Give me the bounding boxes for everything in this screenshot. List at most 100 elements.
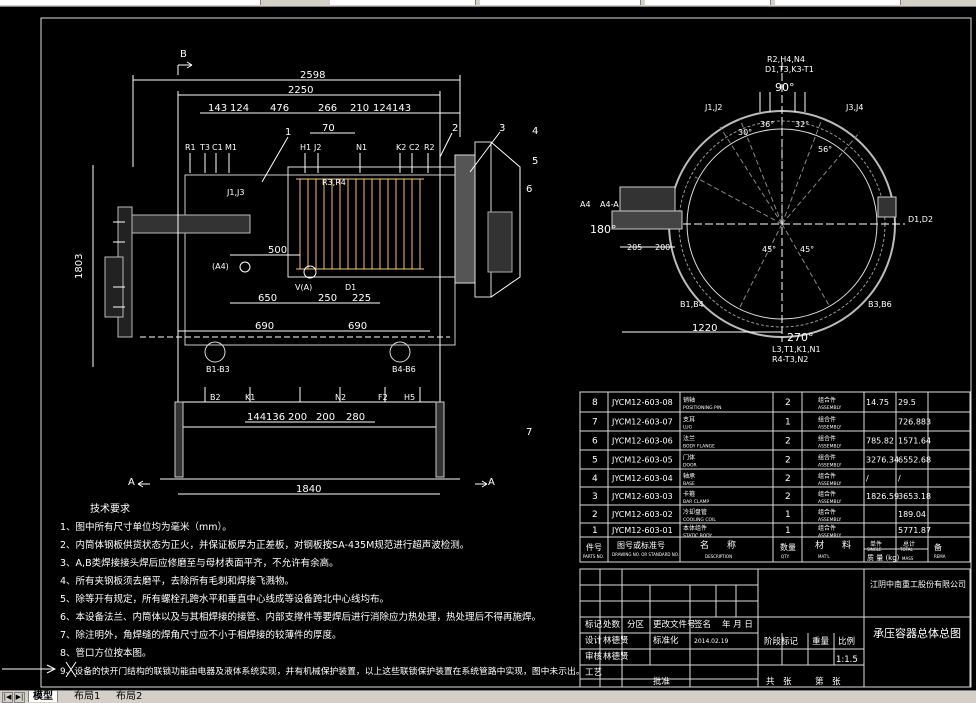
front-view [92,61,521,495]
cad-drawing[interactable]: B A A 2598 2250 143 124 476 266 210 124 … [0,7,976,690]
nozzle-label: K2 [396,143,406,152]
bom-qty: 1 [785,418,791,428]
bom-header-mass: 质 量 (kg) [867,553,900,562]
toolbar-field[interactable] [480,0,641,5]
tag-b3b6: B3,B6 [868,300,892,309]
angle-180: 180° [590,223,617,236]
bom-part-no: 6 [592,437,598,447]
bom-qty: 2 [785,474,791,484]
drawing-canvas[interactable]: B A A 2598 2250 143 124 476 266 210 124 … [0,7,976,690]
note-item: 5、除等开有规定，所有螺栓孔跨水平和垂直中心线成等设备跨北中心线均布。 [60,593,389,605]
bom-material: 组合件 [818,472,836,480]
angle-270: 270° [787,331,814,344]
tb-sheet: 共 张 [766,677,792,687]
nozzle-a4 [239,261,251,273]
bom-frame [579,391,971,563]
bom-total-mass: 29.5 [898,398,916,407]
tb-design: 设计 [585,635,603,646]
bom-material: 组合件 [818,435,836,443]
tab-prev-icon[interactable]: ▶| [14,692,25,703]
note-item: 8、管口方位按本图。 [60,647,152,659]
section-a-left: A [128,477,135,488]
title-block [579,568,971,688]
bottom-tags: L3,T1,K1,N1 [772,345,821,354]
section-arrow-right [475,480,488,488]
part-1: 1 [285,127,291,138]
angle-36: 36° [760,120,774,129]
bottom-tags2: R4-T3,N2 [772,355,808,364]
tb-check: 审核 [585,651,603,662]
bom-header-name-en: DESCRIPTION [705,554,732,559]
toolbar-field[interactable] [775,0,901,5]
nozzle-label: R2 [424,143,435,152]
nozzle-label: R1 [185,143,196,152]
dim-2598: 2598 [300,70,325,81]
bom-header-single-en: SINGLE [867,547,882,552]
notes-title: 技术要求 [90,502,130,515]
bom-single-mass: 785.82 [866,437,894,446]
bom-part-no: 8 [592,398,598,408]
bom-part-no: 3 [592,492,598,502]
dim-70: 70 [322,123,335,134]
note-item: 1、图中所有尺寸单位均为毫米（mm）。 [60,521,232,533]
bom-material-en: ASSEMBLY [818,481,842,487]
tb-stage: 阶段标记 [764,636,799,647]
tab-first-icon[interactable]: |◀ [2,692,13,703]
bom-code: JYCM12-603-06 [611,437,673,446]
part-leaders [261,131,501,183]
tab-layout2[interactable]: 布局2 [116,691,143,702]
title-frame [579,568,971,688]
bom-material: 组合件 [818,490,836,498]
coil-header [296,178,424,270]
nozzle-label: B2 [210,393,221,402]
bom-qty: 1 [785,510,791,520]
dim-200a: 200 [288,412,307,423]
bom-name-en: BODY FLANGE [683,444,715,450]
drawing-title: 承压容器总体总图 [873,626,961,640]
bom-material-en: ASSEMBLY [818,444,842,450]
nozzle-label: K1 [245,393,255,402]
nozzle-label: C1 [212,143,223,152]
company-name: 江阴中南重工股份有限公司 [870,579,966,589]
bom-material-en: ASSEMBLY [818,533,842,539]
bom-name-en: COOLING COIL [683,517,716,523]
bom-part-no: 2 [592,510,598,520]
toolbar-field[interactable] [330,0,476,5]
bom-header-no-en: PARTS NO. [583,554,604,559]
bom-material: 组合件 [818,524,836,532]
angle-rays [694,117,861,308]
left-beam [131,214,251,234]
bom-code: JYCM12-603-02 [611,510,673,519]
manhole [389,341,411,363]
ucs-x-mark [65,661,77,678]
bom-material: 组合件 [818,454,836,462]
technical-notes: 技术要求 1、图中所有尺寸单位均为毫米（mm）。 2、内筒体钢板供货状态为正火，… [60,502,585,677]
dim-1840: 1840 [296,484,321,495]
bom-code: JYCM12-603-01 [611,526,673,535]
toolbar-field[interactable] [645,0,771,5]
tab-layout1[interactable]: 布局1 [74,691,101,702]
dim-144: 144 [247,412,266,423]
part-6: 6 [526,184,532,195]
nozzle-label: F2 [378,393,388,402]
dim-476: 476 [270,103,289,114]
bom-header-qty: 数量 [780,542,796,552]
bom-rows [580,411,970,538]
tb-scale: 1:1.5 [836,655,858,665]
tb-check-name: 林德贤 [603,651,629,662]
bom-name-en: STATIC BODY [683,533,712,539]
dim-690a: 690 [255,321,274,332]
toolbar-strip [0,0,976,7]
part-7: 7 [526,427,532,438]
bottom-nozzles [204,387,421,402]
bom-single-mass: 14.75 [866,398,889,407]
dim-210: 210 [350,103,369,114]
cooling-coil [299,179,421,269]
tb-approve: 批准 [653,676,671,687]
nozzle-label: M1 [225,143,237,152]
label-d1: D1 [345,283,356,292]
bom-part-no: 4 [592,474,598,484]
tab-model[interactable]: 模型 [28,691,58,702]
part-2: 2 [452,123,458,134]
toolbar-field[interactable] [0,0,261,5]
